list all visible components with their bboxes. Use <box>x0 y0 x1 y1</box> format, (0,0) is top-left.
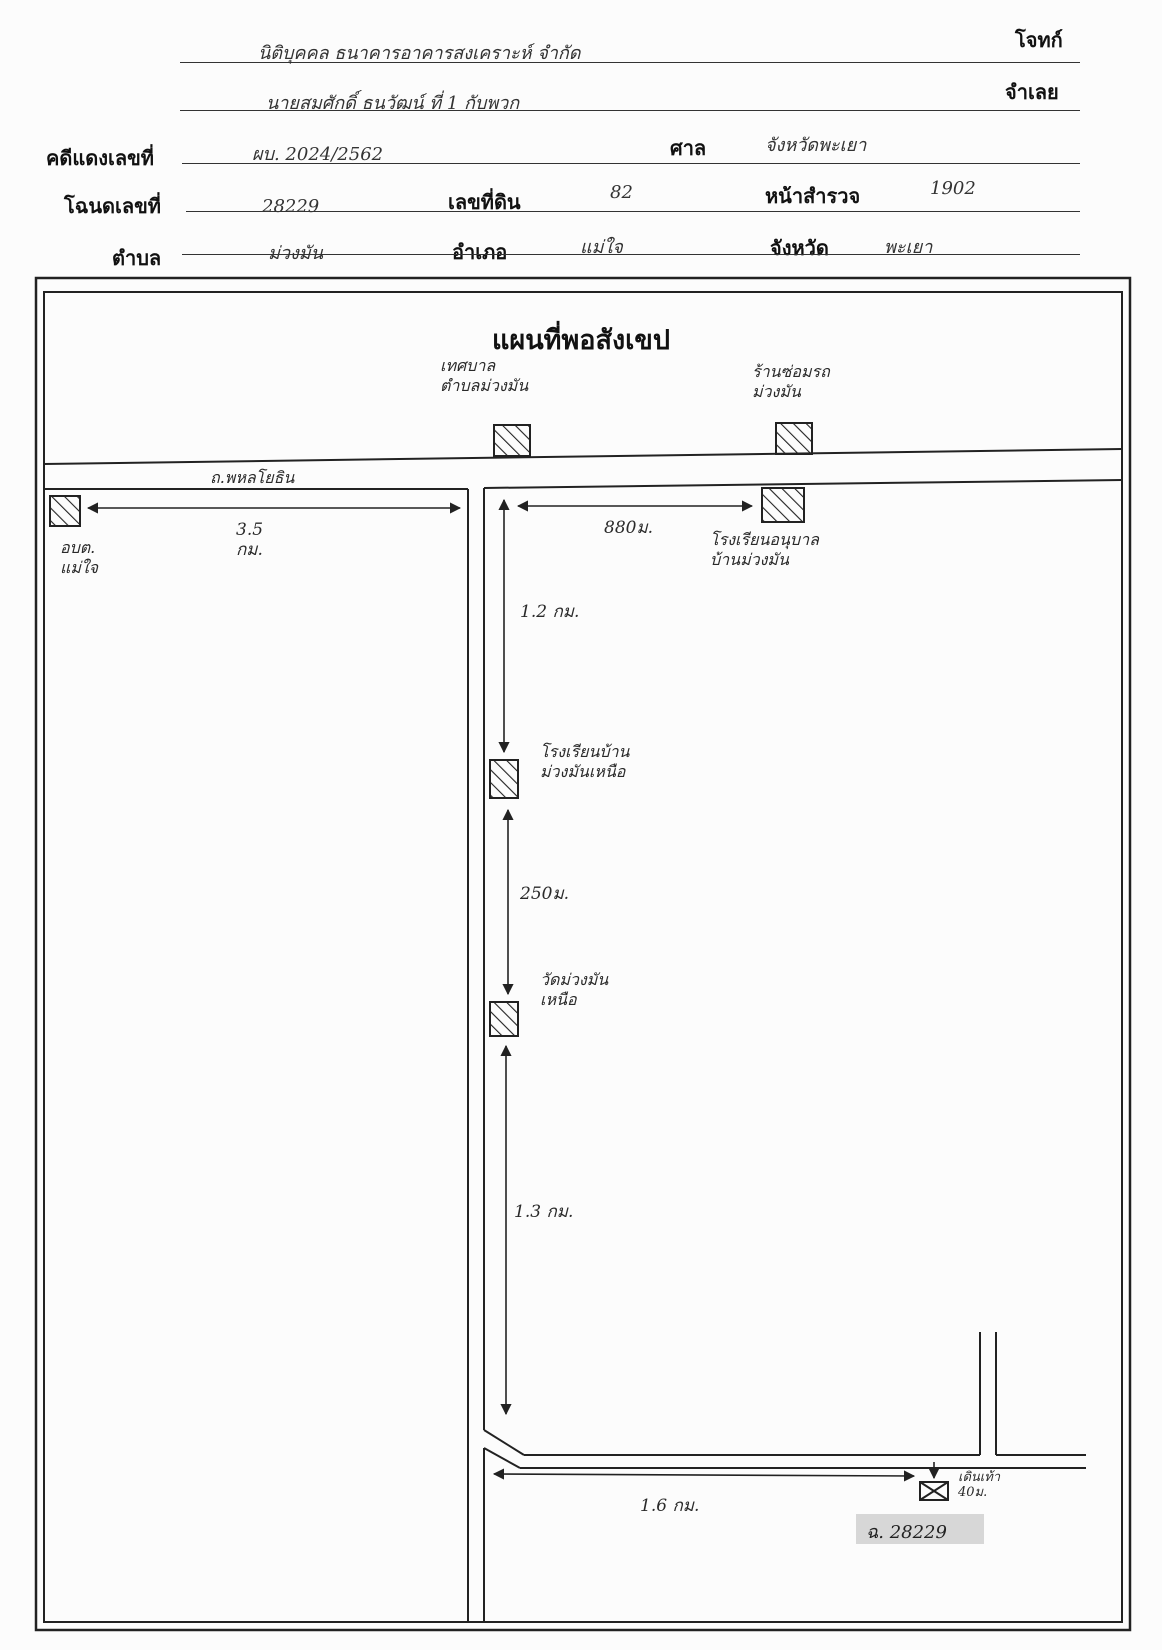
subdistrict-label: ตำบล <box>112 246 162 270</box>
distance-segment-1: 1.2 กม. <box>520 602 580 622</box>
landmark-kindergarten-label: โรงเรียนอนุบาล บ้านม่วงมัน <box>710 530 819 569</box>
distance-segment-3: 1.3 กม. <box>514 1202 574 1222</box>
land-number-value: 82 <box>610 182 633 203</box>
landmark-symbol-repair-shop <box>775 422 813 455</box>
plaintiff-value: นิติบุคคล ธนาคารอาคารสงเคราะห์ จำกัด <box>258 43 581 64</box>
landmark-municipality-label: เทศบาล ตำบลม่วงมัน <box>440 356 529 395</box>
arrow-dist-4 <box>492 1468 916 1482</box>
case-number-label: คดีแดงเลขที่ <box>46 146 154 170</box>
landmark-symbol-kindergarten <box>761 487 805 523</box>
landmark-temple-label: วัดม่วงมัน เหนือ <box>540 970 609 1009</box>
landmark-repair-shop-label: ร้านซ่อมรถ ม่วงมัน <box>752 362 830 401</box>
defendant-label: จำเลย <box>1005 80 1059 104</box>
survey-page-value: 1902 <box>930 178 976 199</box>
land-number-label: เลขที่ดิน <box>448 190 521 214</box>
target-plot-label: ฉ. 28229 <box>866 1522 947 1543</box>
distance-segment-4: 1.6 กม. <box>640 1496 700 1516</box>
plaintiff-label: โจทก์ <box>1015 28 1063 52</box>
map-frame-inner <box>43 291 1123 1623</box>
main-road-edge-bottom-right <box>483 479 1123 489</box>
distance-sao: 3.5 กม. <box>236 520 264 560</box>
landmark-symbol-sao <box>49 495 81 527</box>
court-value: จังหวัดพะเยา <box>765 135 867 156</box>
case-number-value: ผบ. 2024/2562 <box>252 144 384 165</box>
main-road-label: ถ.พหลโยธิน <box>210 468 295 487</box>
district-label: อำเภอ <box>452 240 508 264</box>
landmark-symbol-school <box>489 759 519 799</box>
location-rule <box>182 254 1080 255</box>
plaintiff-rule <box>180 62 1080 63</box>
court-label: ศาล <box>670 136 707 160</box>
branch-road-curve-top <box>483 1429 525 1456</box>
province-value: พะเยา <box>884 237 933 258</box>
map-frame-outer <box>34 276 1132 1632</box>
main-road-edge-top <box>43 448 1123 465</box>
landmark-school-label: โรงเรียนบ้าน ม่วงมันเหนือ <box>540 742 630 781</box>
distance-segment-2: 250ม. <box>520 884 570 904</box>
district-value: แม่ใจ <box>580 237 623 258</box>
distance-kindergarten: 880ม. <box>604 518 654 538</box>
landmark-symbol-temple <box>489 1001 519 1037</box>
target-plot-label-box: ฉ. 28229 <box>856 1514 984 1544</box>
branch-road-curve-bottom <box>483 1447 521 1469</box>
survey-page-label: หน้าสำรวจ <box>765 184 861 208</box>
deed-number-label: โฉนดเลขที่ <box>64 194 161 218</box>
defendant-rule <box>180 110 1080 111</box>
province-label: จังหวัด <box>770 236 829 260</box>
map-title: แผนที่พอสังเขป <box>492 325 670 356</box>
landmark-sao-label: อบต. แม่ใจ <box>60 538 99 577</box>
defendant-value: นายสมศักดิ์ ธนวัฒน์ ที่ 1 กับพวก <box>266 93 520 114</box>
deed-rule <box>186 211 1080 212</box>
target-plot-symbol <box>919 1481 949 1501</box>
subdistrict-value: ม่วงมัน <box>268 243 323 264</box>
landmark-symbol-municipality <box>493 424 531 457</box>
case-rule <box>182 163 1080 164</box>
plot-walk-note: เดินเท้า 40ม. <box>958 1470 1001 1500</box>
